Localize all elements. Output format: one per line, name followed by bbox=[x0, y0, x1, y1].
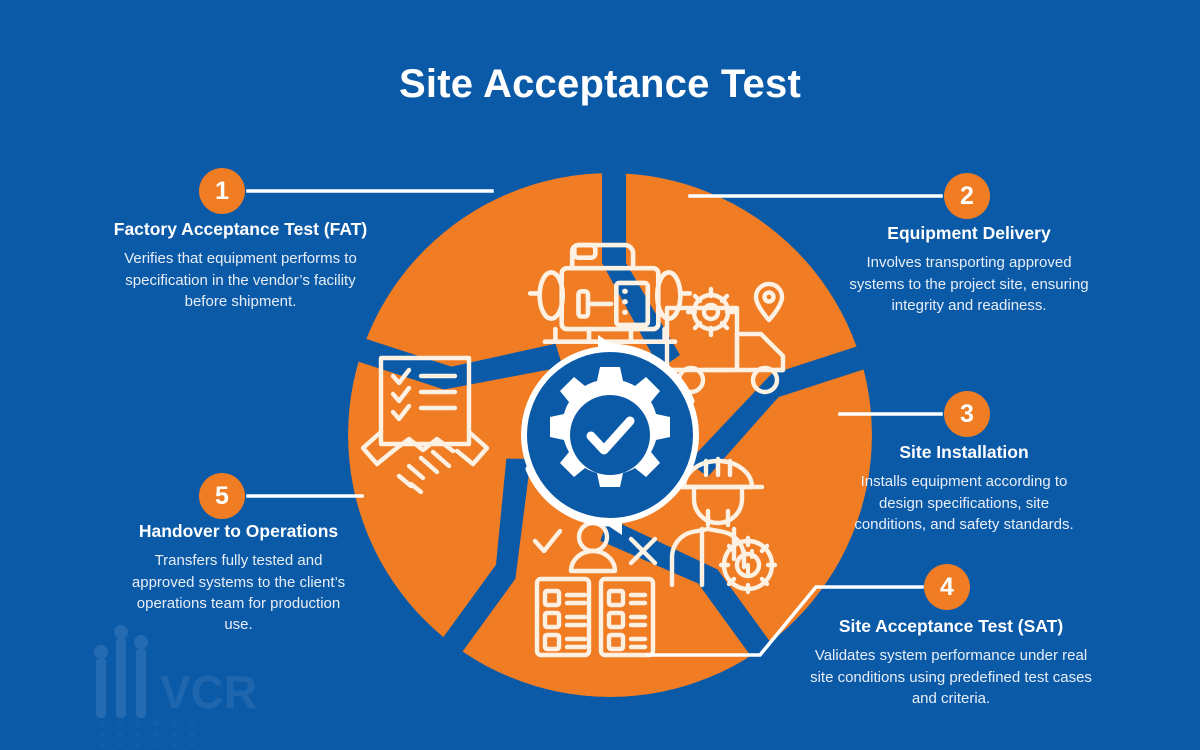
vcr-watermark-logo: VCR bbox=[94, 625, 257, 747]
step-block-1: Factory Acceptance Test (FAT) Verifies t… bbox=[108, 218, 373, 312]
construction-worker-icon bbox=[669, 456, 778, 595]
step-body-3: Installs equipment according to design s… bbox=[854, 473, 1074, 533]
step-badge-4[interactable]: 4 bbox=[924, 564, 970, 610]
step-heading-4: Site Acceptance Test (SAT) bbox=[838, 616, 1064, 636]
watermark-text: VCR bbox=[160, 666, 257, 718]
step-badge-2[interactable]: 2 bbox=[944, 173, 990, 219]
step-heading-3: Site Installation bbox=[899, 442, 1029, 462]
check-icon bbox=[586, 416, 635, 455]
page-title: Site Acceptance Test bbox=[399, 62, 801, 106]
step-body-2: Involves transporting approved systems t… bbox=[849, 254, 1089, 314]
step-body-4: Validates system performance under real … bbox=[810, 647, 1092, 707]
step-badge-1[interactable]: 1 bbox=[199, 168, 245, 214]
step-body-1: Verifies that equipment performs to spec… bbox=[124, 250, 357, 310]
step-heading-1: Factory Acceptance Test (FAT) bbox=[113, 219, 368, 239]
checklist-approval-icon bbox=[532, 520, 658, 658]
step-badge-5[interactable]: 5 bbox=[199, 473, 245, 519]
step-heading-5: Handover to Operations bbox=[138, 521, 339, 541]
step-block-2: Equipment Delivery Involves transporting… bbox=[838, 222, 1100, 316]
gear-check-icon bbox=[550, 367, 670, 487]
step-block-5: Handover to Operations Transfers fully t… bbox=[122, 520, 355, 635]
step-body-5: Transfers fully tested and approved syst… bbox=[131, 552, 346, 634]
step-heading-2: Equipment Delivery bbox=[887, 223, 1051, 243]
step-block-4: Site Acceptance Test (SAT) Validates sys… bbox=[806, 615, 1096, 709]
step-badge-3[interactable]: 3 bbox=[944, 391, 990, 437]
factory-machine-icon bbox=[527, 242, 693, 345]
process-cycle-wheel bbox=[348, 173, 872, 697]
handshake-document-icon bbox=[360, 355, 490, 495]
center-hub bbox=[521, 335, 699, 535]
step-block-3: Site Installation Installs equipment acc… bbox=[848, 441, 1080, 535]
